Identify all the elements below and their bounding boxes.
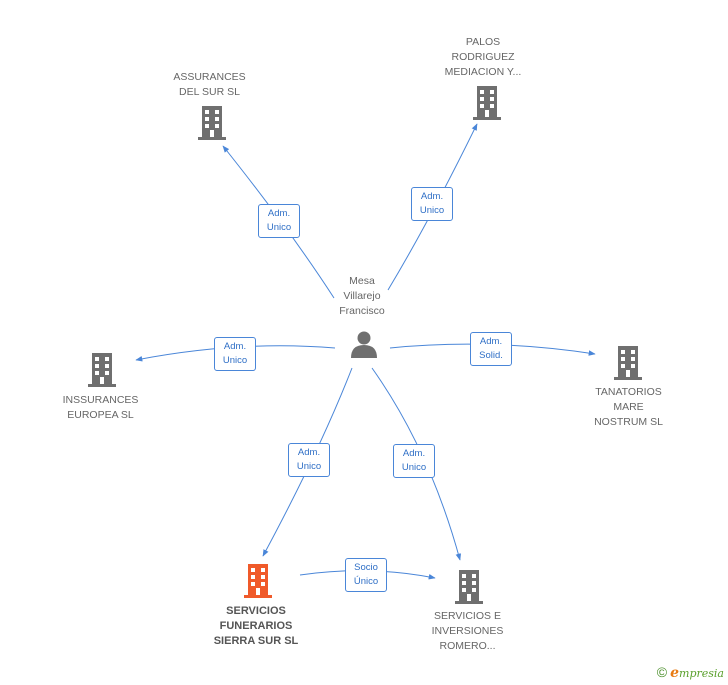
relation-badge[interactable]: Adm. Unico [214, 337, 256, 371]
brand-logo: empresia [670, 665, 724, 681]
building-icon[interactable] [471, 86, 503, 120]
relation-badge[interactable]: Adm. Unico [288, 443, 330, 477]
relation-badge[interactable]: Adm. Unico [393, 444, 435, 478]
company-label-servicios-funerarios[interactable]: SERVICIOS FUNERARIOS SIERRA SUR SL [213, 605, 299, 647]
copyright-icon: © [656, 664, 668, 680]
person-label[interactable]: Mesa Villarejo Francisco [339, 275, 385, 317]
building-icon[interactable] [612, 346, 644, 380]
company-label-tanatorios[interactable]: TANATORIOS MARE NOSTRUM SL [594, 386, 663, 428]
relation-badge[interactable]: Adm. Solid. [470, 332, 512, 366]
building-icon[interactable] [453, 570, 485, 604]
company-label-assurances[interactable]: ASSURANCES DEL SUR SL [173, 71, 246, 98]
footer-brand: © empresia [657, 664, 724, 681]
company-label-servicios-inversiones[interactable]: SERVICIOS E INVERSIONES ROMERO... [431, 610, 504, 652]
company-label-inssurances[interactable]: INSSURANCES EUROPEA SL [62, 394, 139, 421]
relation-badge[interactable]: Socio Único [345, 558, 387, 592]
building-icon[interactable] [196, 106, 228, 140]
building-icon-highlighted[interactable] [242, 564, 274, 598]
company-label-palos[interactable]: PALOS RODRIGUEZ MEDIACION Y... [444, 36, 522, 78]
relation-badge[interactable]: Adm. Unico [258, 204, 300, 238]
building-icon[interactable] [86, 353, 118, 387]
relation-badge[interactable]: Adm. Unico [411, 187, 453, 221]
person-icon[interactable] [349, 330, 379, 358]
